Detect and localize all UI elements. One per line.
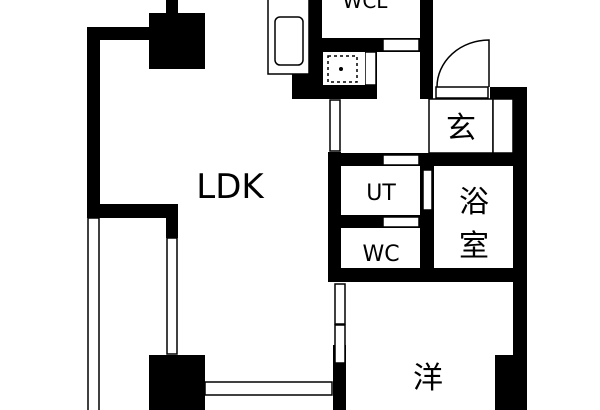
room-label-ldk: LDK bbox=[196, 167, 265, 207]
wall-core-bottom bbox=[328, 268, 527, 282]
stove-area bbox=[323, 52, 365, 85]
pillar-right bbox=[495, 355, 515, 410]
room-label-bath-2: 室 bbox=[459, 229, 489, 264]
door-western-2[interactable] bbox=[334, 324, 346, 364]
wall-wcl-right bbox=[420, 0, 433, 99]
wall-wcl-left bbox=[309, 0, 322, 40]
balcony-rail bbox=[87, 217, 100, 410]
stove-icon bbox=[327, 55, 358, 83]
room-label-entrance: 玄 bbox=[446, 111, 476, 146]
door-hall[interactable] bbox=[329, 99, 341, 152]
wall-left-outer bbox=[87, 27, 100, 218]
door-ut[interactable] bbox=[382, 154, 420, 166]
door-western-1[interactable] bbox=[334, 283, 346, 325]
door-wcl[interactable] bbox=[382, 38, 420, 52]
entrance-step bbox=[435, 86, 489, 99]
window-balcony-side bbox=[166, 237, 178, 355]
walls bbox=[87, 0, 527, 410]
door-bath[interactable] bbox=[422, 169, 433, 211]
room-label-western: 洋 bbox=[413, 361, 443, 396]
wall-balcony-side bbox=[166, 204, 178, 238]
opening-kitchen bbox=[364, 51, 377, 86]
room-label-wc: WC bbox=[362, 242, 399, 267]
window-bottom bbox=[204, 381, 333, 396]
wall-right-outer bbox=[513, 87, 527, 410]
openings bbox=[87, 38, 514, 410]
shoe-storage bbox=[492, 98, 514, 154]
wall-balcony-top bbox=[87, 204, 178, 218]
room-label-wcl: WCL bbox=[343, 0, 389, 13]
pillar-bottom bbox=[149, 355, 205, 410]
pillar-top bbox=[149, 13, 205, 69]
sink-icon bbox=[274, 16, 304, 66]
wall-top-stub bbox=[166, 0, 178, 14]
wall-top-left bbox=[87, 27, 157, 40]
entrance-door-swing-icon[interactable] bbox=[436, 39, 490, 88]
wall-core-left bbox=[328, 152, 341, 282]
stove-burner-icon bbox=[339, 67, 343, 71]
room-label-bath-1: 浴 bbox=[459, 185, 489, 220]
room-label-ut: UT bbox=[366, 181, 396, 206]
door-wc[interactable] bbox=[382, 216, 420, 228]
